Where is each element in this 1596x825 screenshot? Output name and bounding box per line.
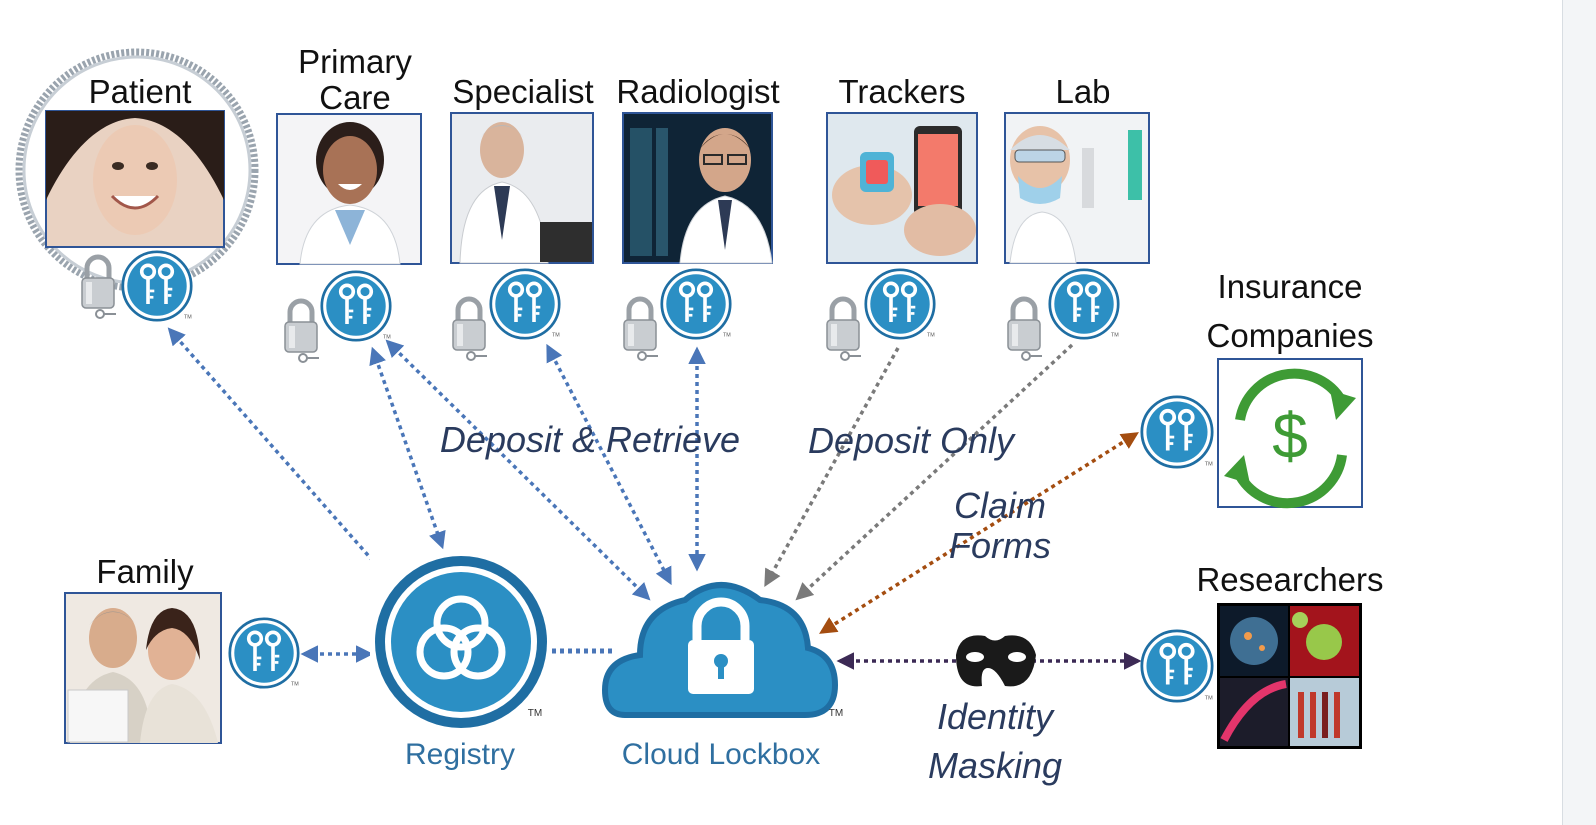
key-icon — [1048, 268, 1120, 340]
radiologist-photo — [622, 112, 773, 264]
padlock-icon — [285, 301, 319, 362]
flow-arrows — [167, 327, 1142, 670]
trackers-node — [826, 112, 978, 360]
padlock-icon — [688, 597, 754, 694]
family-label: Family — [96, 553, 194, 590]
specialist-label: Specialist — [452, 73, 594, 110]
key-icon — [489, 268, 561, 340]
radiologist-node — [622, 112, 773, 360]
key-icon — [320, 270, 392, 342]
patient-photo — [45, 110, 225, 248]
padlock-icon — [82, 257, 116, 318]
arrow-specialist-lockbox — [546, 343, 672, 586]
mask-icon — [956, 635, 1036, 687]
svg-text:$: $ — [1272, 400, 1308, 472]
registry-tm: TM — [527, 708, 543, 719]
family-photo — [64, 592, 222, 744]
arrow-trackers-lockbox — [764, 347, 900, 588]
padlock-icon — [1008, 299, 1042, 360]
lab-photo — [1004, 112, 1150, 264]
key-icon — [660, 268, 732, 340]
key-icon — [121, 250, 193, 322]
patient-label: Patient — [88, 73, 192, 110]
padlock-icon — [827, 299, 861, 360]
researchers-node — [1140, 603, 1362, 749]
trackers-photo — [826, 112, 978, 264]
cloud-lockbox-hub — [601, 582, 839, 718]
dollar-cycle-icon — [1235, 368, 1347, 509]
key-icon — [864, 268, 936, 340]
family-node — [64, 592, 300, 744]
cloud-lockbox-tm: TM — [828, 708, 844, 719]
primary-care-label: Primary Care — [298, 43, 412, 116]
patient-node — [15, 48, 259, 322]
lab-label: Lab — [1055, 73, 1111, 110]
primary-care-node — [276, 113, 422, 362]
specialist-photo — [450, 112, 594, 264]
registry-label: Registry — [404, 738, 516, 771]
specialist-node — [450, 112, 594, 360]
primary-care-photo — [276, 113, 422, 265]
cloud-lockbox-label: Cloud Lockbox — [621, 738, 821, 771]
key-icon — [1140, 395, 1214, 469]
claim-forms-label: Claim Forms — [949, 485, 1051, 566]
arrow-primarycare-registry — [369, 346, 446, 550]
arrow-patient-registry — [167, 327, 391, 581]
trackers-label: Trackers — [838, 73, 966, 110]
radiologist-label: Radiologist — [616, 73, 780, 110]
registry-rings-icon — [416, 595, 506, 680]
researchers-label: Researchers — [1196, 561, 1384, 598]
arrow-insurance-lockbox — [819, 432, 1139, 634]
padlock-icon — [624, 299, 658, 360]
key-icon — [228, 617, 300, 689]
insurance-node: $ — [1140, 358, 1363, 509]
registry-hub — [370, 555, 550, 777]
padlock-icon — [453, 299, 487, 360]
researchers-photo — [1217, 603, 1362, 749]
deposit-retrieve-label: Deposit & Retrieve — [439, 419, 741, 460]
identity-masking-label: Identity Masking — [927, 696, 1063, 786]
lab-node — [1004, 112, 1150, 360]
key-icon — [1140, 629, 1214, 703]
insurance-label: Insurance Companies — [1206, 268, 1374, 354]
side-scroll-strip — [1562, 0, 1596, 825]
deposit-only-label: Deposit Only — [807, 420, 1015, 461]
